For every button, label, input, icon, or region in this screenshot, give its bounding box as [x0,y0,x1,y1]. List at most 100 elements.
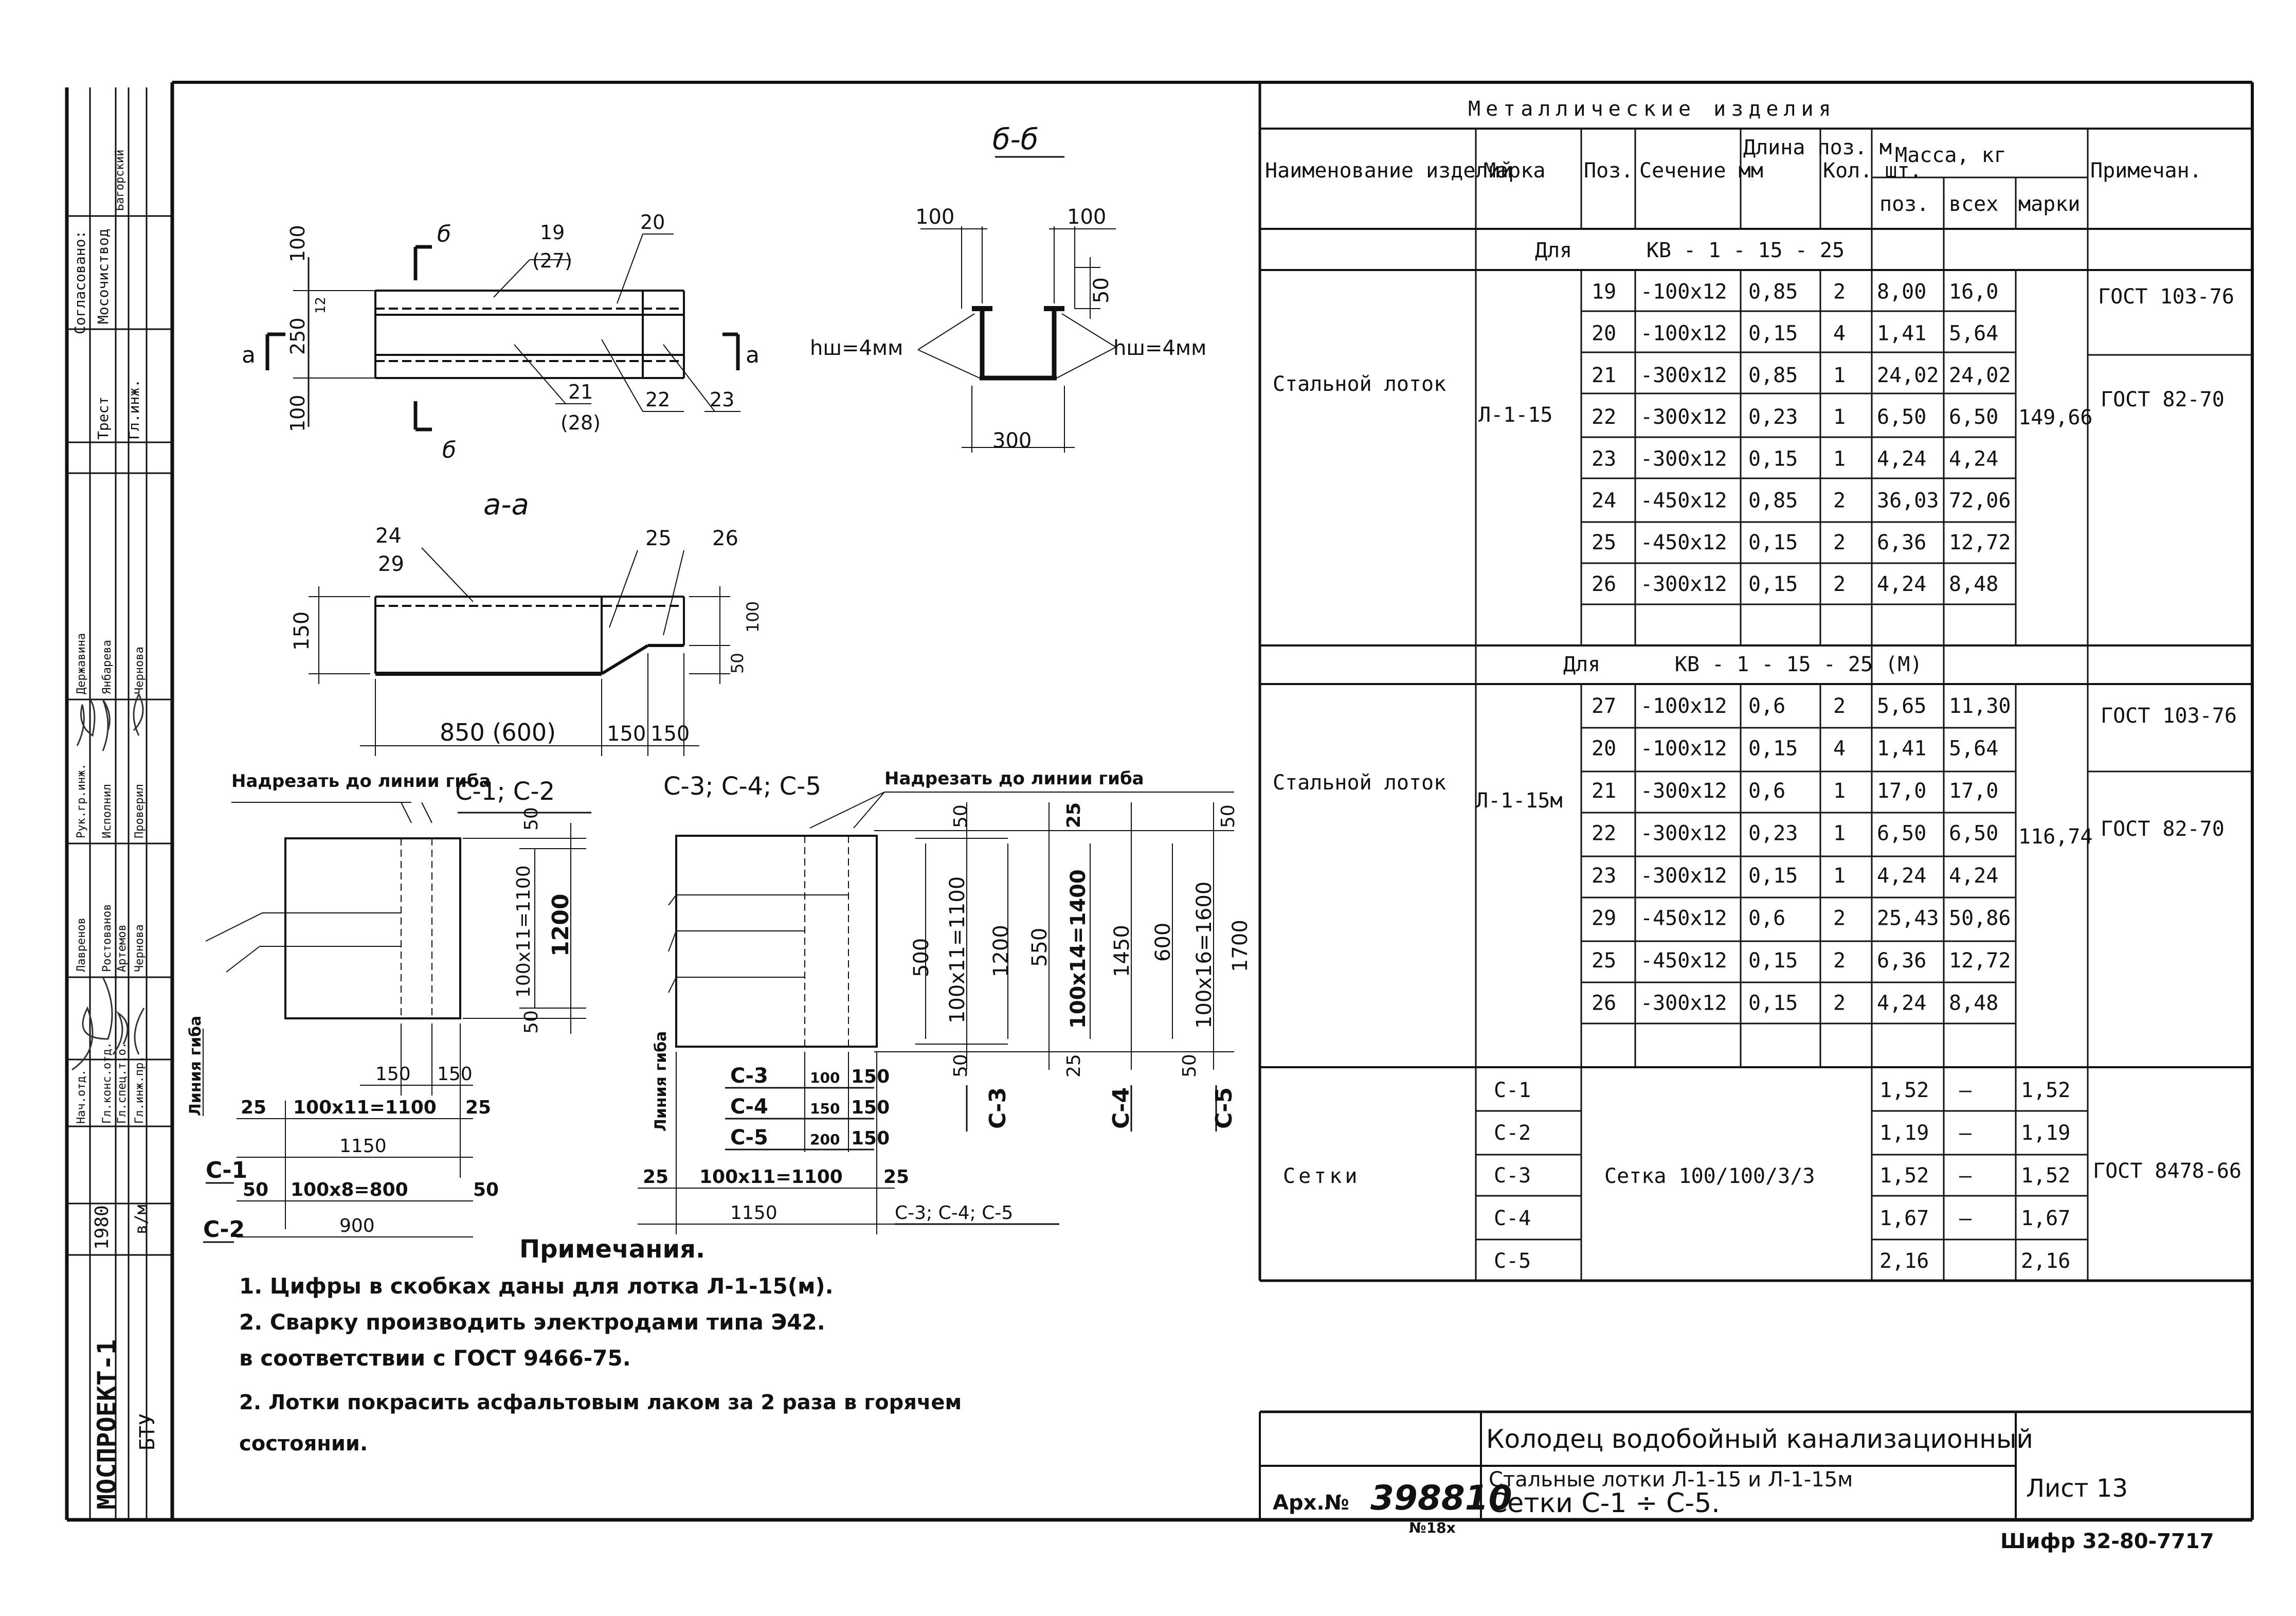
m1-dim-25b: 25 [465,1097,491,1118]
group2-row-0-col-1: -100х12 [1640,694,1727,718]
m2-h-label: С-3; С-4; С-5 [895,1202,1013,1224]
group1-row-5-col-2: 0,85 [1748,489,1798,513]
group1-row-0-col-5: 16,0 [1949,280,1998,303]
group2-row-1-col-1: -100х12 [1640,737,1727,761]
group1-row-4-col-0: 23 [1592,447,1616,471]
m2-v500: 500 [910,938,933,977]
group1-row-5-col-4: 36,03 [1877,489,1939,513]
stamp-role-5: Исполнил [101,784,114,838]
group1-gost-a: ГОСТ 103-76 [2098,285,2234,309]
m2-h1150: 1150 [730,1202,778,1224]
group2-row-4-col-5: 4,24 [1949,864,1998,888]
m1-dim-50b: 50 [521,1010,542,1034]
group2-row-6-col-4: 6,36 [1877,949,1926,973]
pos-19: 19 [540,221,565,244]
pos-22: 22 [645,388,670,411]
m2-row-c5-a: 200 [810,1131,840,1148]
group2-row-0-col-0: 27 [1592,694,1616,718]
group1-row-5-col-5: 72,06 [1949,489,2011,513]
group2-row-2-col-3: 1 [1833,779,1846,803]
group2-row-2-col-0: 21 [1592,779,1616,803]
plan-dim-250: 250 [286,317,309,355]
aa-dim-150a: 150 [607,722,646,746]
aa-pos-24: 24 [375,524,402,548]
pos-27: (27) [532,249,572,272]
aa-dim-150: 150 [290,612,314,651]
m2-row-c3-a: 100 [810,1069,840,1086]
tb-cipher: Шифр 32-80-7717 [2000,1530,2214,1553]
stamp-role-0: Нач.отд. [75,1069,88,1124]
tb-arch-no: 398810 [1370,1478,1512,1518]
m1-dim-1200: 1200 [548,894,574,957]
stamp-name-2: Артемов [116,924,129,972]
hdr-mass: Масса, кг [1895,143,2006,167]
group1-row-0-col-3: 2 [1833,280,1846,303]
tb-sheet: Лист 13 [2026,1474,2128,1503]
group2-row-7-col-5: 8,48 [1949,992,1998,1015]
group2-mark: Л-1-15м [1476,789,1563,813]
group1-row-7-col-3: 2 [1833,572,1846,596]
group1-row-6-col-5: 12,72 [1949,531,2011,554]
group3-row-2-col-0: С-3 [1494,1164,1531,1188]
group3-row-3-col-3: 1,67 [2021,1207,2070,1230]
mesh-bend-line-2: Линия гиба [652,1031,670,1132]
group2-gost-a: ГОСТ 103-76 [2101,704,2237,728]
group3-name: Сетки [1283,1164,1360,1188]
group1-row-5-col-3: 2 [1833,489,1846,513]
spec-table-grid [1258,82,2252,1282]
group2-row-7-col-1: -300х12 [1640,992,1727,1015]
mesh-title-c3-c5: С-3; С-4; С-5 [663,772,821,801]
group1-row-3-col-3: 1 [1833,405,1846,429]
stamp-role-4: Рук.гр.инж. [75,763,88,838]
bb-dim-100b: 100 [1067,205,1106,229]
note-2: 2. Сварку производить электродами типа Э… [239,1309,825,1335]
aa-dim-850: 850 (600) [440,719,556,746]
hdr-mark: Марка [1484,159,1545,183]
group1-row-7-col-2: 0,15 [1748,572,1798,596]
mesh-cut-note-2: Надрезать до линии гиба [884,768,1144,789]
group2-gost-b: ГОСТ 82-70 [2101,817,2225,841]
group2-row-1-col-3: 4 [1833,737,1846,761]
group2-row-2-col-1: -300х12 [1640,779,1727,803]
group3-row-1-col-1: 1,19 [1879,1121,1929,1145]
group2-row-5-col-3: 2 [1833,907,1846,930]
m1-dim-150b: 150 [437,1064,473,1085]
m1-dim-50: 50 [521,807,542,831]
group2-caption: Для КВ - 1 - 15 - 25 (М) [1563,653,1922,676]
group3-row-4-col-1: 2,16 [1879,1249,1929,1273]
group1-row-2-col-4: 24,02 [1877,364,1939,387]
stamp-chief-eng: Гл.инж. [125,379,142,440]
section-bb [917,156,1116,453]
mesh-title-c1-c2: С-1; С-2 [455,777,555,806]
tb-arch-label: Арх.№ [1273,1491,1349,1515]
group2-row-6-col-5: 12,72 [1949,949,2011,973]
group1-row-6-col-1: -450х12 [1640,531,1727,554]
m1-dim-50h: 50 [243,1179,268,1200]
group3-section: Сетка 100/100/3/3 [1604,1164,1815,1188]
group2-row-3-col-3: 1 [1833,822,1846,846]
group2-row-6-col-3: 2 [1833,949,1846,973]
group1-row-3-col-1: -300х12 [1640,405,1727,429]
group2-row-5-col-4: 25,43 [1877,907,1939,930]
m2-v1200: 1200 [989,925,1013,977]
group1-row-2-col-1: -300х12 [1640,364,1727,387]
group1-row-5-col-0: 24 [1592,489,1616,513]
group1-row-7-col-1: -300х12 [1640,572,1727,596]
m2-row-c5-b: 150 [851,1128,890,1149]
group1-row-2-col-2: 0,85 [1748,364,1798,387]
stamp-role-3: Гл.инж.пр. [133,1056,146,1124]
mesh-c3-c5 [638,792,1234,1234]
side-stamp [67,87,172,1520]
group2-row-1-col-2: 0,15 [1748,737,1798,761]
group3-row-0-col-1: 1,52 [1879,1079,1929,1102]
note-2b: в соответствии с ГОСТ 9466-75. [239,1345,631,1371]
aa-dim-50: 50 [728,653,747,674]
group1-row-5-col-1: -450х12 [1640,489,1727,513]
pos-28: (28) [561,411,601,434]
group2-row-7-col-4: 4,24 [1877,992,1926,1015]
bb-weld-left: hш=4мм [810,336,903,360]
pos-23: 23 [710,388,734,411]
group1-row-1-col-5: 5,64 [1949,322,1998,346]
group2-name: Стальной лоток [1273,771,1446,795]
